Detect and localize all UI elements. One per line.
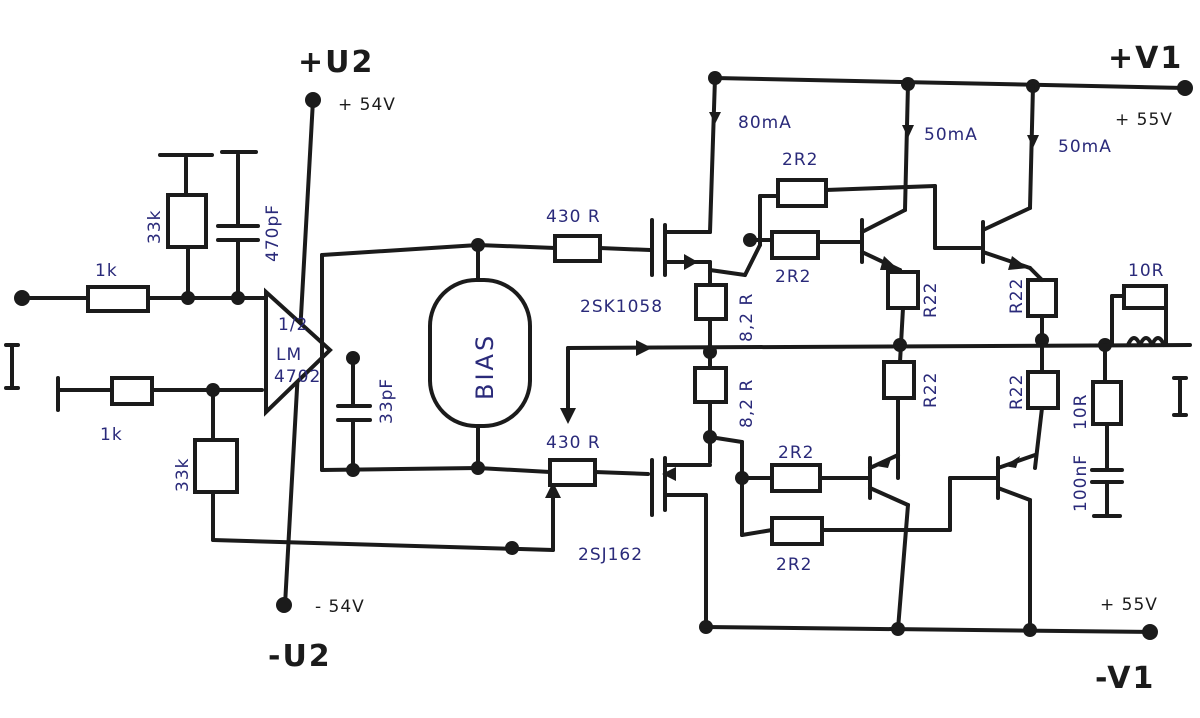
opamp-line3: 4702 [274, 367, 321, 387]
emitter-resistor-3-label: R22 [921, 372, 941, 408]
neg-v1-voltage: + 55V [1100, 595, 1158, 615]
neg-u2-voltage: - 54V [315, 597, 365, 617]
pos-v1-label: +V1 [1108, 41, 1183, 76]
pos-u2-voltage: + 54V [338, 95, 396, 115]
source-resistor-bottom-label: 8,2 R [737, 379, 757, 428]
emitter-resistor-1 [886, 270, 920, 310]
current-label-2: 50mA [924, 125, 978, 145]
fet-top-label: 2SK1058 [580, 297, 663, 317]
input-resistor-top-label: 1k [95, 261, 118, 281]
gate-resistor-top [553, 234, 602, 263]
gate-resistor-top-label: 430 R [546, 207, 601, 227]
neg-v1-terminal[interactable] [1142, 624, 1158, 640]
pos-u2-label: +U2 [298, 45, 374, 80]
labels: +U2 -U2 +V1 -V1 + 54V - 54V + 55V + 55V … [95, 41, 1183, 696]
input-section [4, 150, 561, 555]
output-network [1090, 284, 1188, 518]
base-resistor-2-label: 2R2 [775, 267, 811, 287]
base-resistor-3-label: 2R2 [778, 443, 814, 463]
current-label-3: 50mA [1058, 137, 1112, 157]
output-inductor [1126, 336, 1166, 347]
supply-rails [276, 71, 1193, 640]
feedback-resistor [193, 438, 239, 494]
pos-v1-voltage: + 55V [1115, 110, 1173, 130]
source-resistor-top-label: 8,2 R [737, 293, 757, 342]
zobel-resistor [1091, 380, 1123, 426]
driver-stage [650, 76, 780, 629]
emitter-resistor-2-label: R22 [1007, 278, 1027, 314]
base-resistor-1 [776, 178, 828, 208]
series-resistor-label: 10R [1128, 261, 1164, 281]
emitter-resistor-1-label: R22 [921, 282, 941, 318]
neg-v1-label: -V1 [1095, 661, 1155, 696]
fet-bottom-label: 2SJ162 [578, 545, 643, 565]
output-stage [560, 82, 1192, 632]
comp-cap-label: 33pF [377, 378, 397, 424]
current-label-1: 80mA [738, 113, 792, 133]
input-resistor-bottom-label: 1k [100, 425, 123, 445]
neg-u2-terminal[interactable] [276, 597, 292, 613]
input-resistor-bottom [110, 376, 154, 406]
source-resistor-top [694, 283, 728, 321]
input-resistor-top [86, 285, 150, 313]
base-resistor-4 [770, 516, 824, 546]
pos-u2-terminal[interactable] [305, 92, 321, 108]
zobel-cap-label: 100nF [1071, 454, 1091, 512]
base-resistor-4-label: 2R2 [776, 555, 812, 575]
bias-block [428, 278, 532, 428]
emitter-resistor-4 [1026, 370, 1060, 410]
input-cap-label: 470pF [263, 204, 283, 262]
base-resistor-1-label: 2R2 [782, 150, 818, 170]
opamp-line2: LM [276, 345, 302, 365]
input-shunt-label: 33k [145, 210, 165, 244]
zobel-resistor-label: 10R [1071, 394, 1091, 430]
emitter-resistor-2 [1026, 278, 1058, 318]
pos-v1-terminal[interactable] [1177, 80, 1193, 96]
opamp-output-network: BIAS [320, 234, 652, 487]
series-resistor [1122, 284, 1168, 310]
base-resistor-2 [770, 230, 820, 260]
opamp: 1/2 LM 4702 [264, 287, 333, 417]
emitter-resistor-4-label: R22 [1007, 374, 1027, 410]
gate-resistor-bottom-label: 430 R [546, 433, 601, 453]
feedback-resistor-label: 33k [173, 458, 193, 492]
bias-label: BIAS [471, 333, 499, 400]
emitter-resistor-3 [882, 360, 916, 400]
input-shunt-resistor [166, 193, 208, 249]
opamp-line1: 1/2 [278, 315, 308, 335]
gate-resistor-bottom [548, 458, 597, 487]
base-resistor-3 [770, 463, 822, 493]
neg-u2-label: -U2 [268, 639, 332, 674]
source-resistor-bottom [693, 366, 728, 404]
